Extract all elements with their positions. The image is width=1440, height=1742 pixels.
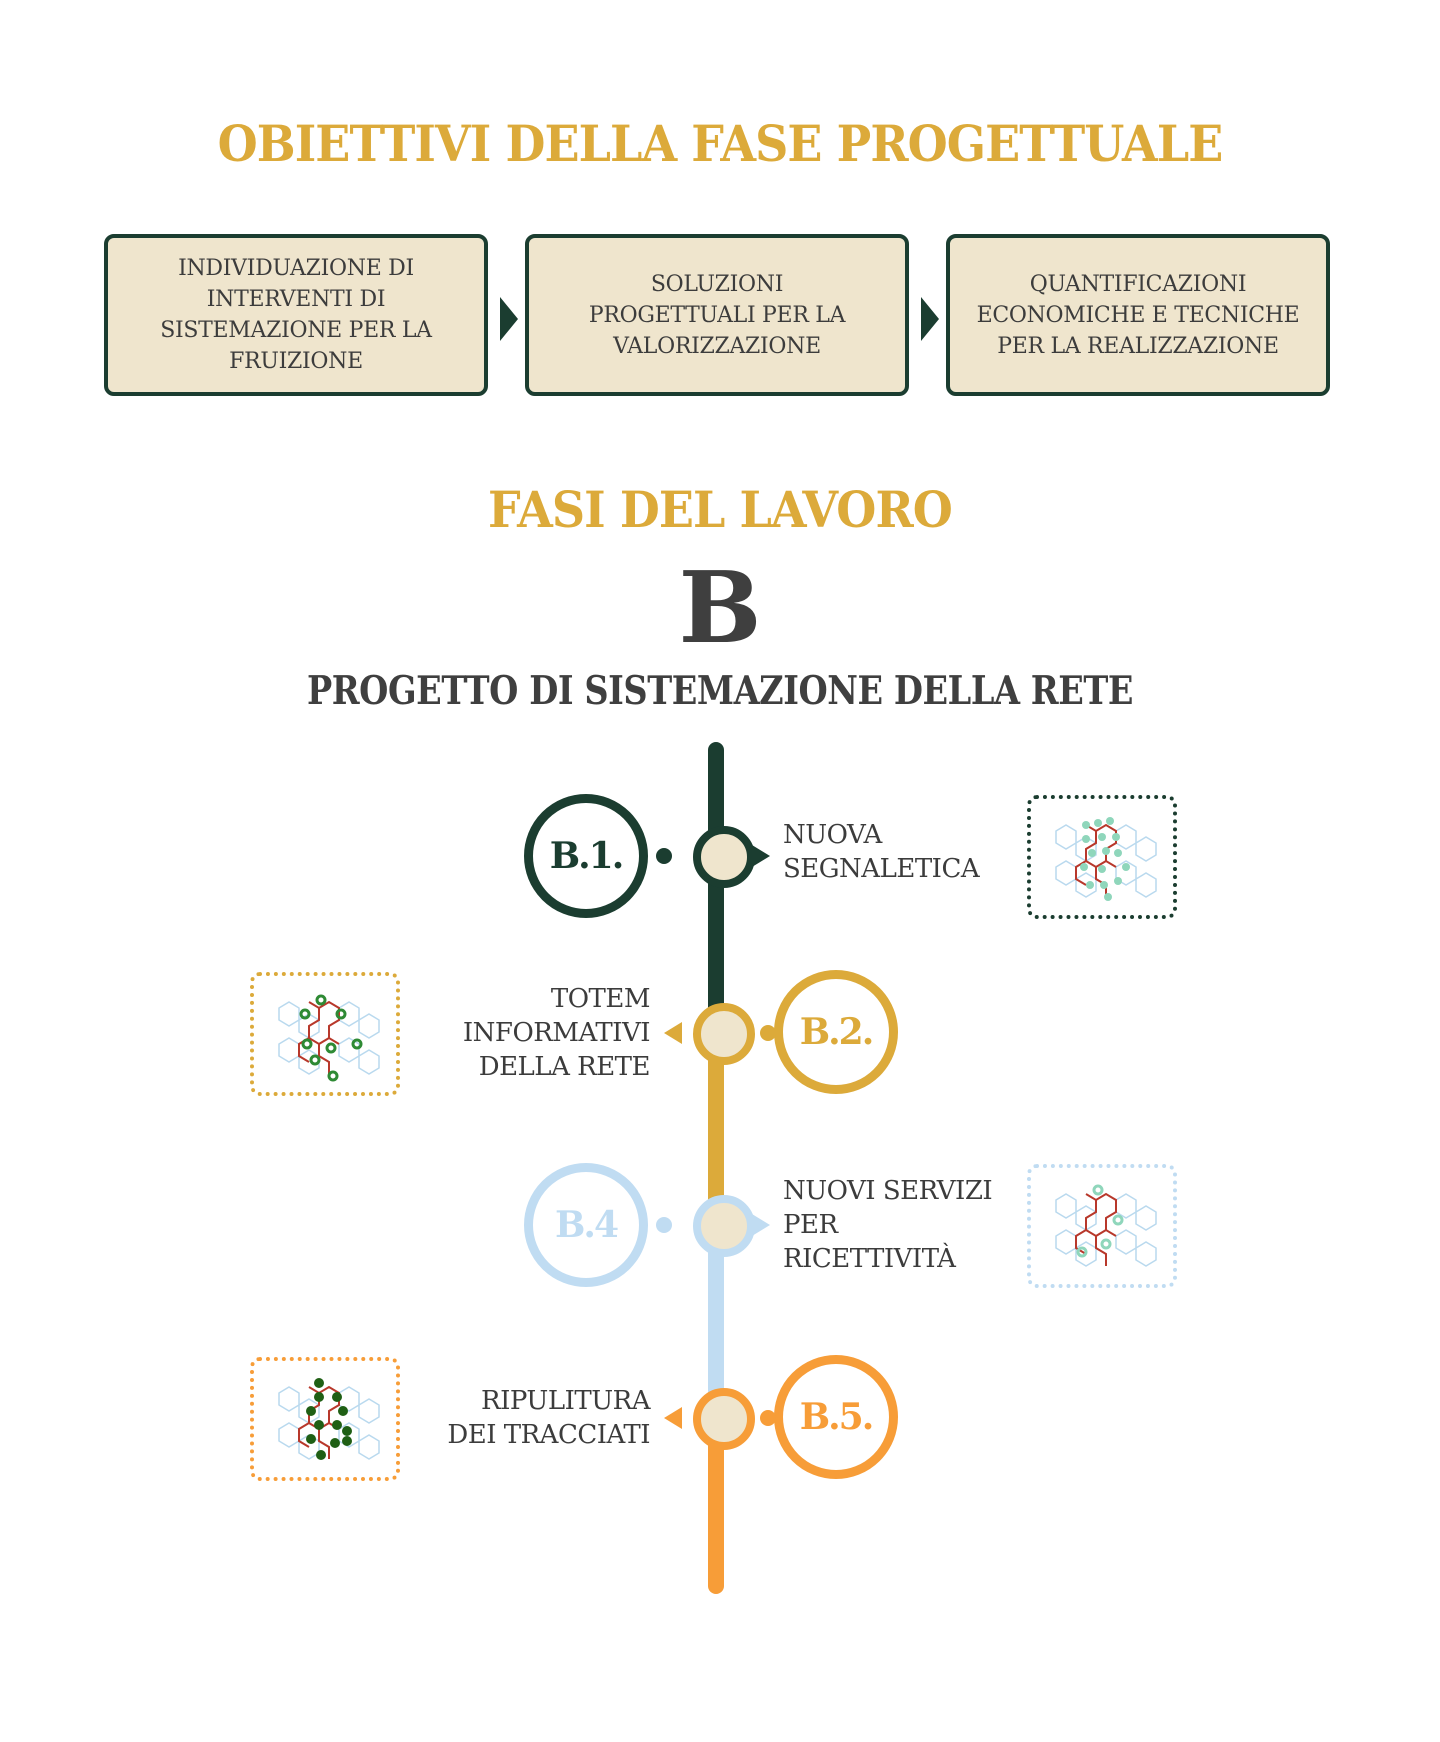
network-map-thumbnail <box>250 1357 400 1481</box>
step-badge: B.2. <box>774 970 898 1094</box>
section-title: FASI DEL LAVORO <box>488 480 953 539</box>
objective-box-1: INDIVIDUAZIONE DI INTERVENTI DI SISTEMAZ… <box>104 234 488 396</box>
page-title: OBIETTIVI DELLA FASE PROGETTUALE <box>217 114 1224 173</box>
pointer-left-icon <box>664 1407 682 1429</box>
timeline-node <box>693 1388 755 1450</box>
arrow-right-icon <box>500 297 518 341</box>
step-badge: B.4 <box>524 1163 648 1287</box>
step-label: RIPULITURA DEI TRACCIATI <box>447 1386 650 1450</box>
timeline-segment-gold <box>708 1030 724 1230</box>
hex-network-icon <box>1055 1184 1157 1267</box>
pointer-right-icon <box>752 845 770 867</box>
phase-subtitle: PROGETTO DI SISTEMAZIONE DELLA RETE <box>306 668 1134 714</box>
connector-dot <box>760 1025 776 1041</box>
arrow-right-icon <box>921 297 939 341</box>
timeline-segment-green <box>708 742 724 1042</box>
timeline-segment-orange <box>708 1418 724 1594</box>
timeline-segment-blue <box>708 1225 724 1420</box>
step-badge: B.5. <box>774 1355 898 1479</box>
step-badge: B.1. <box>524 794 648 918</box>
step-code: B.2. <box>799 1011 875 1053</box>
objective-box-3: QUANTIFICAZIONI ECONOMICHE E TECNICHE PE… <box>946 234 1330 396</box>
pointer-right-icon <box>752 1214 770 1236</box>
connector-dot <box>760 1410 776 1426</box>
network-map-thumbnail <box>1027 1164 1177 1288</box>
pointer-left-icon <box>664 1022 682 1044</box>
network-map-thumbnail <box>1027 795 1177 919</box>
timeline-node <box>693 826 755 888</box>
timeline-node <box>693 1003 755 1065</box>
timeline-node <box>693 1195 755 1257</box>
connector-dot <box>656 1217 672 1233</box>
step-code: B.1. <box>549 835 625 877</box>
objective-box-2: SOLUZIONI PROGETTUALI PER LA VALORIZZAZI… <box>525 234 909 396</box>
hex-network-icon <box>1055 817 1157 901</box>
phase-letter: B <box>678 551 762 666</box>
objective-text: QUANTIFICAZIONI ECONOMICHE E TECNICHE PE… <box>976 271 1300 359</box>
step-label: NUOVI SERVIZI PER RICETTIVITÀ <box>783 1176 993 1274</box>
network-map-thumbnail <box>250 972 400 1096</box>
objective-text: INDIVIDUAZIONE DI INTERVENTI DI SISTEMAZ… <box>160 256 432 374</box>
step-label: TOTEM INFORMATIVI DELLA RETE <box>462 984 651 1082</box>
objective-text: SOLUZIONI PROGETTUALI PER LA VALORIZZAZI… <box>588 271 846 359</box>
step-label: NUOVA SEGNALETICA <box>783 820 980 884</box>
hex-network-icon <box>278 994 380 1082</box>
step-code: B.4 <box>554 1204 619 1246</box>
hex-network-icon <box>278 1378 380 1460</box>
step-code: B.5. <box>799 1396 875 1438</box>
connector-dot <box>656 848 672 864</box>
